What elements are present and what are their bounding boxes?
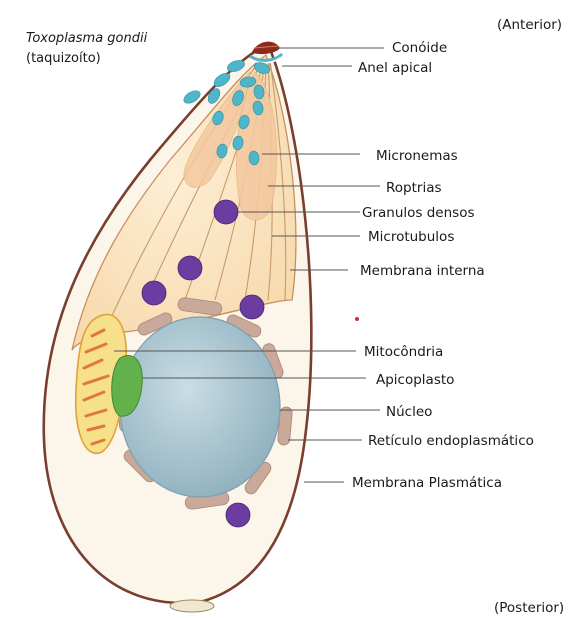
organism-name: Toxoplasma gondii (26, 31, 148, 46)
marker-dot (355, 317, 359, 321)
label-conoid: Conóide (392, 40, 447, 56)
label-rhoptries: Roptrias (386, 180, 442, 196)
label-mitochondrion: Mitocôndria (364, 344, 443, 360)
nucleus (120, 317, 280, 497)
organism-stage: (taquizoíto) (26, 51, 101, 66)
label-plasma-membrane: Membrana Plasmática (352, 475, 502, 491)
label-inner-membrane: Membrana interna (360, 263, 485, 279)
posterior-label: (Posterior) (494, 600, 564, 616)
label-dense-granules: Granulos densos (362, 205, 475, 221)
posterior-pore (170, 600, 214, 612)
label-micronemes: Micronemas (376, 148, 458, 164)
label-microtubules: Microtubulos (368, 229, 454, 245)
conoid (252, 42, 280, 54)
label-nucleus: Núcleo (386, 404, 432, 420)
structure-labels: Conóide Anel apical Micronemas Roptrias … (352, 40, 534, 491)
anterior-label: (Anterior) (497, 17, 562, 33)
label-apicoplast: Apicoplasto (376, 372, 454, 388)
label-apical-ring: Anel apical (358, 60, 432, 76)
label-endoplasmic-reticulum: Retículo endoplasmático (368, 433, 534, 449)
